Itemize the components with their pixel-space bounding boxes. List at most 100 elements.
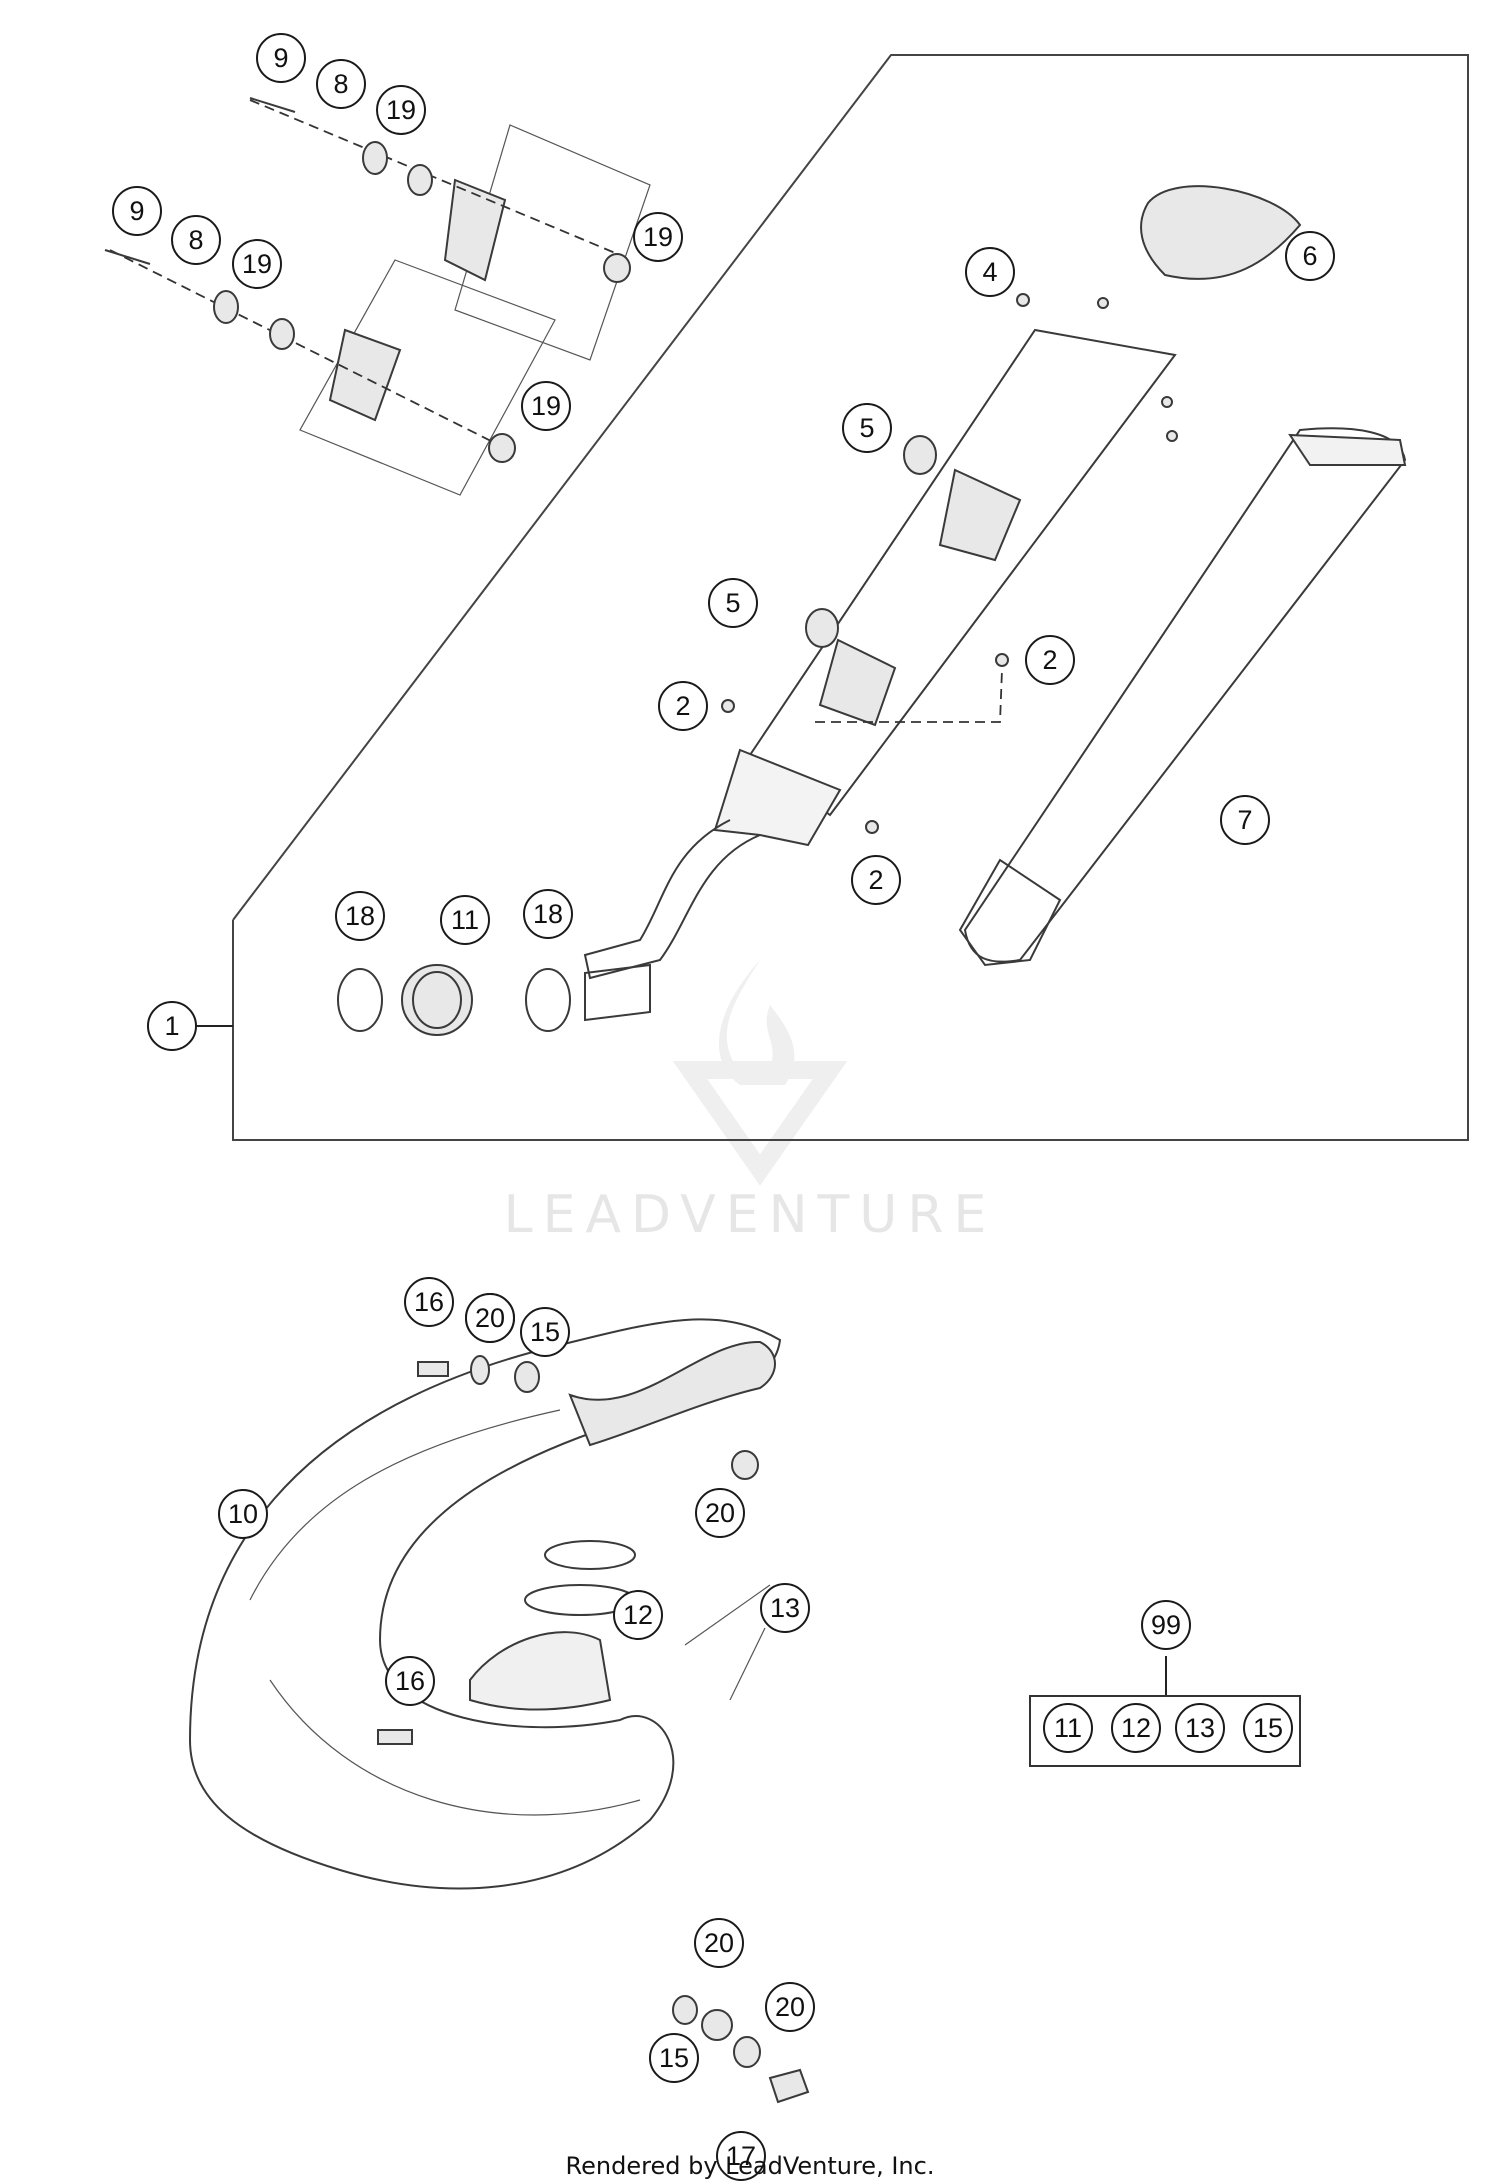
callout-circle bbox=[1175, 1703, 1225, 1753]
callout-circle bbox=[523, 889, 573, 939]
callout-10: 10 bbox=[218, 1489, 268, 1539]
callout-circle bbox=[112, 186, 162, 236]
callout-circle bbox=[1025, 635, 1075, 685]
callout-circle bbox=[765, 1982, 815, 2032]
callout-label: 11 bbox=[1054, 1713, 1082, 1743]
callout-label: 17 bbox=[726, 2141, 756, 2171]
callout-19: 19 bbox=[232, 239, 282, 289]
callout-20: 20 bbox=[465, 1293, 515, 1343]
callout-16: 16 bbox=[404, 1277, 454, 1327]
callout-circle bbox=[708, 578, 758, 628]
callout-20: 20 bbox=[695, 1488, 745, 1538]
callout-label: 13 bbox=[770, 1593, 800, 1623]
callout-5: 5 bbox=[708, 578, 758, 628]
callout-label: 18 bbox=[533, 899, 563, 929]
callout-label: 2 bbox=[868, 865, 883, 895]
callout-label: 8 bbox=[333, 69, 348, 99]
callout-99: 99 bbox=[1141, 1600, 1191, 1650]
callout-circle bbox=[147, 1001, 197, 1051]
callout-circle bbox=[613, 1590, 663, 1640]
callout-9: 9 bbox=[256, 33, 306, 83]
callout-circle bbox=[1111, 1703, 1161, 1753]
callout-15: 15 bbox=[520, 1307, 570, 1357]
callout-6: 6 bbox=[1285, 231, 1335, 281]
callout-18: 18 bbox=[335, 891, 385, 941]
callout-2: 2 bbox=[1025, 635, 1075, 685]
callout-circle bbox=[385, 1656, 435, 1706]
springs-13 bbox=[684, 1584, 771, 1701]
callout-label: 8 bbox=[188, 225, 203, 255]
callout-12: 12 bbox=[613, 1590, 663, 1640]
assembly-1-boundary bbox=[232, 54, 1469, 1141]
callout-label: 12 bbox=[1121, 1713, 1151, 1743]
callout-label: 11 bbox=[451, 905, 479, 935]
callout-19: 19 bbox=[376, 85, 426, 135]
callout-circle bbox=[649, 2033, 699, 2083]
callout-label: 1 bbox=[164, 1011, 179, 1041]
render-credit: Rendered by LeadVenture, Inc. bbox=[565, 2152, 935, 2180]
callout-circle bbox=[376, 85, 426, 135]
callout-19: 19 bbox=[521, 381, 571, 431]
callout-8: 8 bbox=[171, 215, 221, 265]
callout-circle bbox=[520, 1307, 570, 1357]
screws-2 bbox=[721, 293, 1178, 834]
callout-12: 12 bbox=[1111, 1703, 1161, 1753]
callout-circle bbox=[716, 2131, 766, 2181]
chamber-hardware bbox=[377, 1355, 810, 2104]
callout-label: 2 bbox=[675, 691, 690, 721]
callout-17: 17 bbox=[716, 2131, 766, 2181]
callout-circle bbox=[218, 1489, 268, 1539]
callout-label: 16 bbox=[414, 1287, 444, 1317]
callout-label: 9 bbox=[273, 43, 288, 73]
callout-5: 5 bbox=[842, 403, 892, 453]
callout-circle bbox=[1285, 231, 1335, 281]
watermark-brand-text: LEADVENTURE bbox=[504, 1185, 997, 1245]
callout-label: 20 bbox=[475, 1303, 505, 1333]
leadventure-watermark: LEADVENTURE bbox=[504, 960, 997, 1245]
callout-circle bbox=[256, 33, 306, 83]
callout-circle bbox=[658, 681, 708, 731]
callout-19: 19 bbox=[633, 212, 683, 262]
callout-circle bbox=[1043, 1703, 1093, 1753]
callout-13: 13 bbox=[1175, 1703, 1225, 1753]
callout-11: 11 bbox=[1043, 1703, 1093, 1753]
callout-circle bbox=[404, 1277, 454, 1327]
callout-circle bbox=[965, 247, 1015, 297]
mount-bracket-panel-upper bbox=[109, 99, 651, 496]
washers-upper bbox=[213, 141, 631, 463]
callout-label: 20 bbox=[775, 1992, 805, 2022]
callout-7: 7 bbox=[1220, 795, 1270, 845]
callout-label: 19 bbox=[386, 95, 416, 125]
callout-label: 7 bbox=[1237, 805, 1252, 835]
bolt-9-upper bbox=[249, 97, 296, 113]
callout-label: 6 bbox=[1302, 241, 1317, 271]
callout-20: 20 bbox=[694, 1918, 744, 1968]
callout-15: 15 bbox=[1243, 1703, 1293, 1753]
callout-label: 20 bbox=[704, 1928, 734, 1958]
callout-15: 15 bbox=[649, 2033, 699, 2083]
callout-circle bbox=[465, 1293, 515, 1343]
kit-99-box bbox=[1029, 1695, 1301, 1767]
callout-layer: 1222455678899101111121213131515151616171… bbox=[112, 33, 1335, 2181]
callout-label: 13 bbox=[1185, 1713, 1215, 1743]
callout-13: 13 bbox=[760, 1583, 810, 1633]
callout-circle bbox=[760, 1583, 810, 1633]
callout-circle bbox=[694, 1918, 744, 1968]
callout-circle bbox=[440, 895, 490, 945]
expansion-chamber bbox=[188, 1318, 782, 1890]
callout-label: 15 bbox=[530, 1317, 560, 1347]
callout-label: 18 bbox=[345, 901, 375, 931]
callout-circle bbox=[851, 855, 901, 905]
callout-18: 18 bbox=[523, 889, 573, 939]
callout-2: 2 bbox=[658, 681, 708, 731]
callout-circle bbox=[316, 59, 366, 109]
callout-circle bbox=[232, 239, 282, 289]
callout-circle bbox=[1141, 1600, 1191, 1650]
callout-4: 4 bbox=[965, 247, 1015, 297]
callout-label: 15 bbox=[659, 2043, 689, 2073]
callout-label: 2 bbox=[1042, 645, 1057, 675]
callout-circle bbox=[1220, 795, 1270, 845]
callout-circle bbox=[633, 212, 683, 262]
callout-label: 10 bbox=[228, 1499, 258, 1529]
